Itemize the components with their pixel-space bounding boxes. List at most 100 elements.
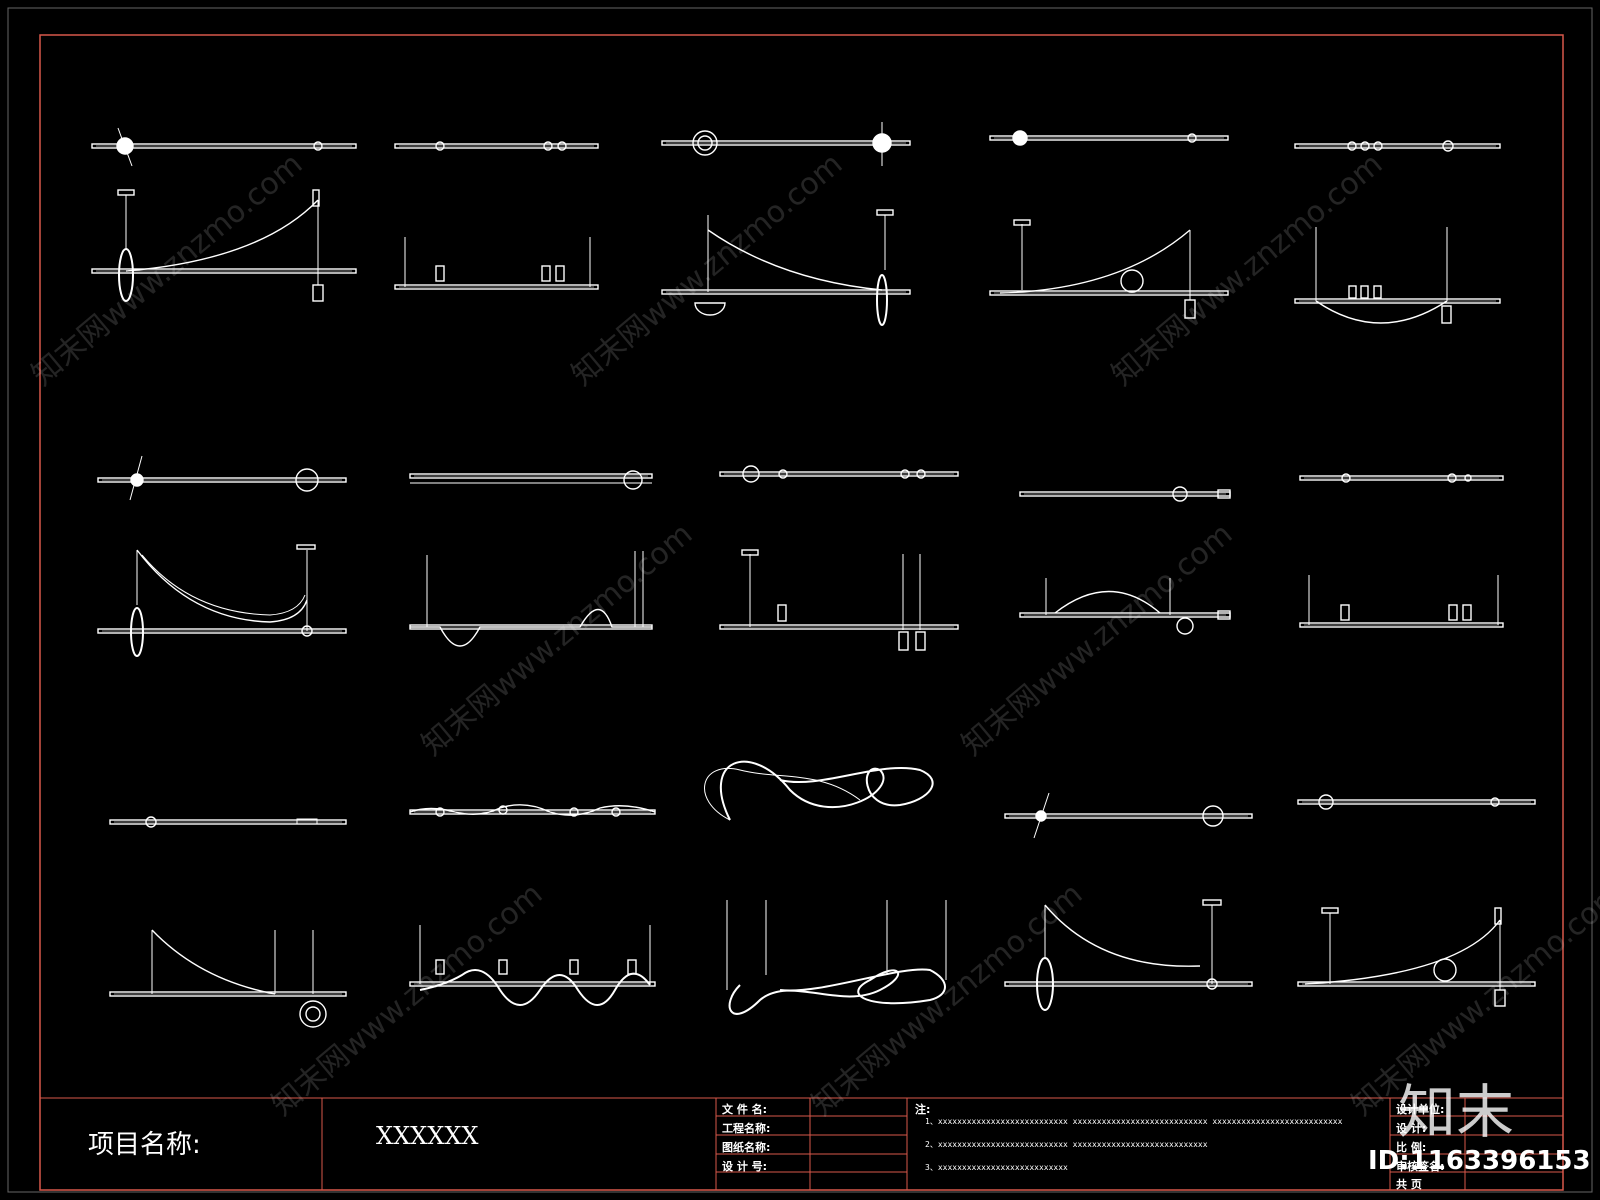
- light-bar: [1294, 298, 1501, 304]
- fixture-circle: [611, 807, 621, 817]
- fixture-circle: [1373, 141, 1383, 151]
- light-bar: [661, 140, 911, 146]
- fixture-circle: [1176, 617, 1194, 635]
- outer-border: [7, 7, 1593, 1193]
- scale-label: 比 例:: [1396, 1141, 1427, 1154]
- light-bar: [719, 471, 959, 477]
- fixture-circle: [145, 816, 157, 828]
- drawing-name-label: 图纸名称:: [722, 1141, 771, 1154]
- fixture-box: [1340, 604, 1350, 621]
- light-bar: [91, 143, 357, 149]
- fixture-box: [296, 818, 318, 825]
- fixture-circle: [1490, 797, 1500, 807]
- fixture-box: [569, 959, 579, 975]
- fixture-circle: [435, 807, 445, 817]
- fixture-drawings: [91, 122, 1536, 1028]
- fixture-circle: [543, 141, 553, 151]
- suspension-wire: [129, 455, 143, 501]
- light-bar: [661, 289, 911, 295]
- fixture-circle: [313, 141, 323, 151]
- watermark-id: ID:1163396153: [1368, 1146, 1591, 1176]
- fixture-box: [1321, 907, 1339, 914]
- fixture-curve: [419, 969, 651, 1006]
- light-bar: [1297, 981, 1536, 987]
- light-ring: [876, 274, 888, 326]
- fixture-box: [1448, 604, 1458, 621]
- drawing-frame: [39, 34, 1564, 1191]
- fixture-box: [741, 549, 759, 556]
- fixture-box: [312, 189, 320, 207]
- fixture-circle: [1341, 473, 1351, 483]
- fixture-box: [1202, 899, 1222, 906]
- title-block: [40, 1097, 1563, 1190]
- fixture-curve: [409, 804, 656, 816]
- light-bar: [719, 624, 959, 630]
- fixture-box: [435, 959, 445, 975]
- light-bar: [1004, 813, 1253, 819]
- fixture-box: [1348, 285, 1357, 299]
- light-bar: [409, 473, 653, 479]
- fixture-box: [1184, 299, 1196, 319]
- fixture-circle: [1464, 474, 1472, 482]
- fixture-circle: [305, 1006, 321, 1022]
- fixture-circle: [692, 130, 718, 156]
- fixture-circle: [557, 141, 567, 151]
- light-bar: [91, 268, 357, 274]
- fixture-box: [117, 189, 135, 196]
- fixture-circle: [1318, 794, 1334, 810]
- fixture-curve: [136, 549, 308, 623]
- light-bar: [989, 135, 1229, 141]
- fixture-circle: [435, 141, 445, 151]
- fixture-circle: [1187, 133, 1197, 143]
- fixture-curve: [1315, 300, 1448, 324]
- fixture-curve: [151, 929, 276, 995]
- fixture-circle: [1206, 978, 1218, 990]
- fixture-circle: [1012, 130, 1028, 146]
- project-label: 项目名称:: [88, 1130, 201, 1160]
- light-bar: [1297, 799, 1536, 805]
- fixture-curve: [1304, 919, 1501, 985]
- fixture-curve: [410, 608, 652, 647]
- fixture-curve: [125, 199, 319, 272]
- notes-label: 注:: [915, 1103, 931, 1116]
- fixture-box: [777, 604, 787, 622]
- fixture-box: [1360, 285, 1369, 299]
- fixture-circle: [569, 807, 579, 817]
- fixture-circle: [1202, 805, 1224, 827]
- fixture-box: [1494, 907, 1502, 925]
- fixture-circle: [742, 465, 760, 483]
- fixture-box: [1494, 989, 1506, 1007]
- total-pages-label: 共 页: [1396, 1178, 1422, 1191]
- suspension-wire: [1033, 792, 1050, 839]
- file-name-label: 文 件 名:: [722, 1103, 768, 1116]
- fixture-curve: [1054, 590, 1161, 614]
- fixture-circle: [301, 625, 313, 637]
- fixture-curve: [1044, 904, 1201, 967]
- fixture-circle: [623, 470, 643, 490]
- fixture-circle: [498, 805, 508, 815]
- light-bar: [409, 981, 656, 987]
- fixture-circle: [916, 469, 926, 479]
- fixture-box: [541, 265, 551, 282]
- fixture-circle: [1447, 473, 1457, 483]
- light-bar: [1004, 981, 1253, 987]
- fixture-box: [296, 544, 316, 550]
- fixture-circle: [1172, 486, 1188, 502]
- light-bar: [989, 290, 1229, 296]
- fixture-circle: [1120, 269, 1144, 293]
- fixture-box: [1217, 489, 1231, 499]
- light-bar: [394, 143, 599, 149]
- suspension-wire: [117, 127, 133, 167]
- fixture-box: [312, 284, 324, 302]
- fixture-circle: [697, 135, 713, 151]
- fixture-circle: [1360, 141, 1370, 151]
- fixture-box: [1462, 604, 1472, 621]
- fixture-box: [555, 265, 565, 282]
- fixture-circle: [1433, 958, 1457, 982]
- fixture-circle: [778, 469, 788, 479]
- fixture-box: [498, 959, 508, 975]
- fixture-curve: [707, 229, 883, 291]
- light-bar: [394, 284, 599, 290]
